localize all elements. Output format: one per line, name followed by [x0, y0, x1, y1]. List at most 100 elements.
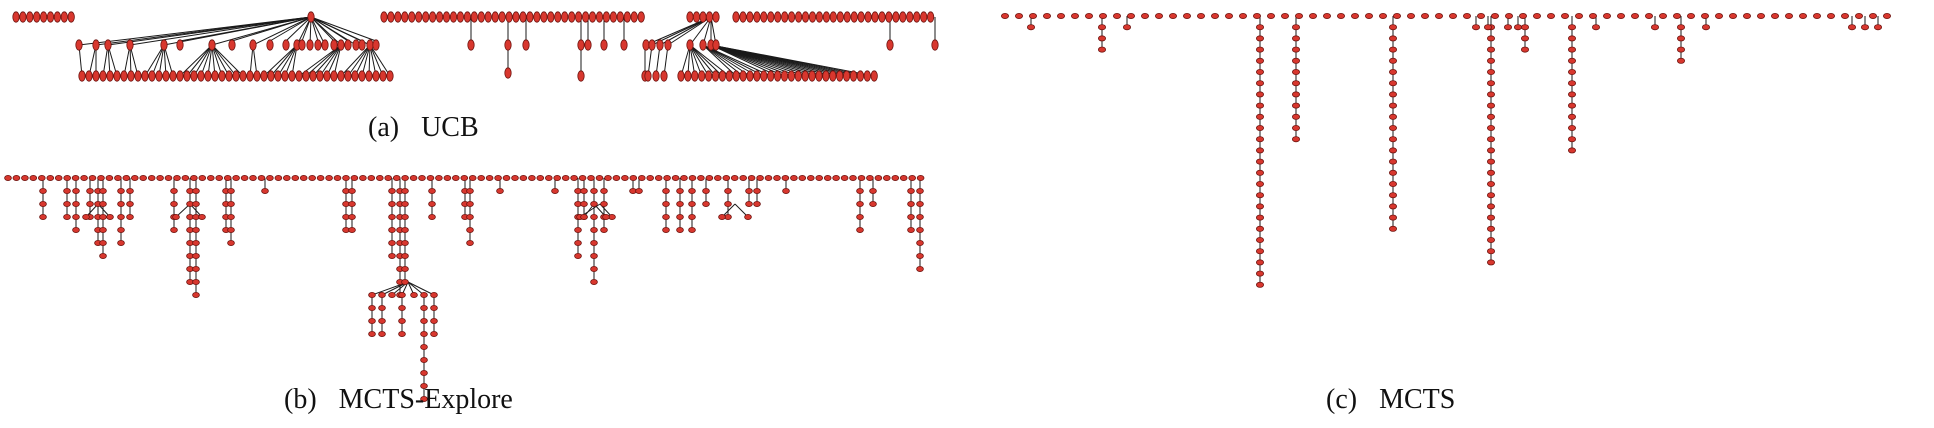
tree-node: [623, 11, 631, 23]
tree-node: [1472, 24, 1481, 31]
tree-node: [249, 39, 257, 51]
tree-node: [504, 67, 512, 79]
tree-node: [1568, 147, 1577, 154]
tree-node: [1487, 180, 1496, 187]
tree-node: [1292, 136, 1301, 143]
tree-node: [1292, 113, 1301, 120]
tree-node: [470, 11, 478, 23]
tree-node: [477, 174, 486, 181]
tree-node: [646, 174, 654, 181]
tree-node: [422, 11, 430, 23]
tree-node: [266, 174, 274, 181]
tree-node: [67, 11, 75, 23]
tree-node: [732, 70, 740, 82]
tree-node: [1743, 12, 1752, 19]
tree-node: [553, 174, 561, 181]
tree-node: [148, 70, 156, 82]
tree-node: [1568, 57, 1577, 64]
tree-node: [1253, 12, 1262, 19]
tree-node: [519, 11, 527, 23]
tree-node: [866, 174, 874, 181]
tree-node: [1487, 69, 1496, 76]
tree-node: [126, 39, 134, 51]
caption-mcts: (c)MCTS: [1326, 384, 1455, 416]
tree-node: [249, 174, 257, 181]
tree-node: [288, 70, 296, 82]
tree-node: [141, 70, 149, 82]
tree-node: [1113, 12, 1122, 19]
tree-node: [261, 187, 269, 194]
tree-node: [190, 174, 198, 181]
tree-node: [931, 39, 939, 51]
tree-node: [398, 317, 406, 324]
tree-node: [801, 70, 809, 82]
tree-node: [590, 200, 598, 207]
tree-node: [684, 70, 692, 82]
tree-node: [1389, 91, 1398, 98]
tree-node: [368, 291, 376, 298]
tree-node: [176, 39, 184, 51]
tree-node: [239, 70, 247, 82]
tree-node: [1292, 57, 1301, 64]
tree-node: [1292, 91, 1301, 98]
tree-node: [72, 226, 80, 233]
tree-node: [211, 70, 219, 82]
tree-node: [1505, 12, 1514, 19]
tree-node: [1256, 35, 1265, 42]
tree-node: [430, 330, 438, 337]
tree-node: [1487, 236, 1496, 243]
tree-node: [420, 317, 428, 324]
tree-node: [1211, 12, 1220, 19]
tree-node: [172, 213, 180, 220]
tree-node: [1487, 80, 1496, 87]
tree-node: [368, 330, 376, 337]
tree-node: [722, 174, 731, 181]
tree-node: [676, 187, 684, 194]
tree-node: [1389, 147, 1398, 154]
tree-node: [379, 70, 387, 82]
tree-node: [456, 11, 464, 23]
tree-node: [430, 291, 438, 298]
caption-label-a: (a): [368, 112, 400, 143]
tree-node: [1677, 46, 1686, 53]
tree-node: [1827, 12, 1836, 19]
tree-node: [574, 239, 582, 246]
tree-node: [574, 11, 583, 23]
tree-edge: [312, 44, 342, 77]
tree-node: [1487, 125, 1496, 132]
tree-node: [1001, 12, 1010, 19]
tree-edge: [369, 44, 384, 77]
tree-node: [1309, 12, 1318, 19]
tree-node: [744, 213, 752, 220]
tree-node: [477, 11, 485, 23]
tree-node: [874, 174, 883, 181]
tree-node: [920, 11, 928, 23]
tree-node: [760, 70, 768, 82]
tree-node: [691, 70, 699, 82]
tree-edge: [277, 44, 298, 77]
tree-node: [1239, 12, 1248, 19]
tree-node: [711, 70, 720, 82]
tree-node: [227, 213, 235, 220]
tree-node: [528, 174, 536, 181]
tree-node: [398, 291, 406, 298]
tree-node: [511, 174, 519, 181]
tree-node: [1785, 12, 1794, 19]
tree-node: [906, 11, 914, 23]
tree-node: [712, 39, 720, 51]
tree-node: [600, 39, 608, 51]
tree-node: [426, 174, 435, 181]
tree-node: [1702, 24, 1711, 31]
tree-edge: [211, 44, 237, 77]
tree-node: [134, 70, 142, 82]
tree-node: [1617, 12, 1626, 19]
tree-node: [676, 226, 684, 233]
tree-node: [764, 174, 773, 181]
tree-node: [484, 11, 492, 23]
tree-node: [705, 174, 714, 181]
tree-node: [1568, 113, 1577, 120]
tree-node: [388, 187, 396, 194]
tree-node: [192, 278, 200, 285]
tree-node: [170, 226, 178, 233]
tree-node: [1389, 35, 1398, 42]
